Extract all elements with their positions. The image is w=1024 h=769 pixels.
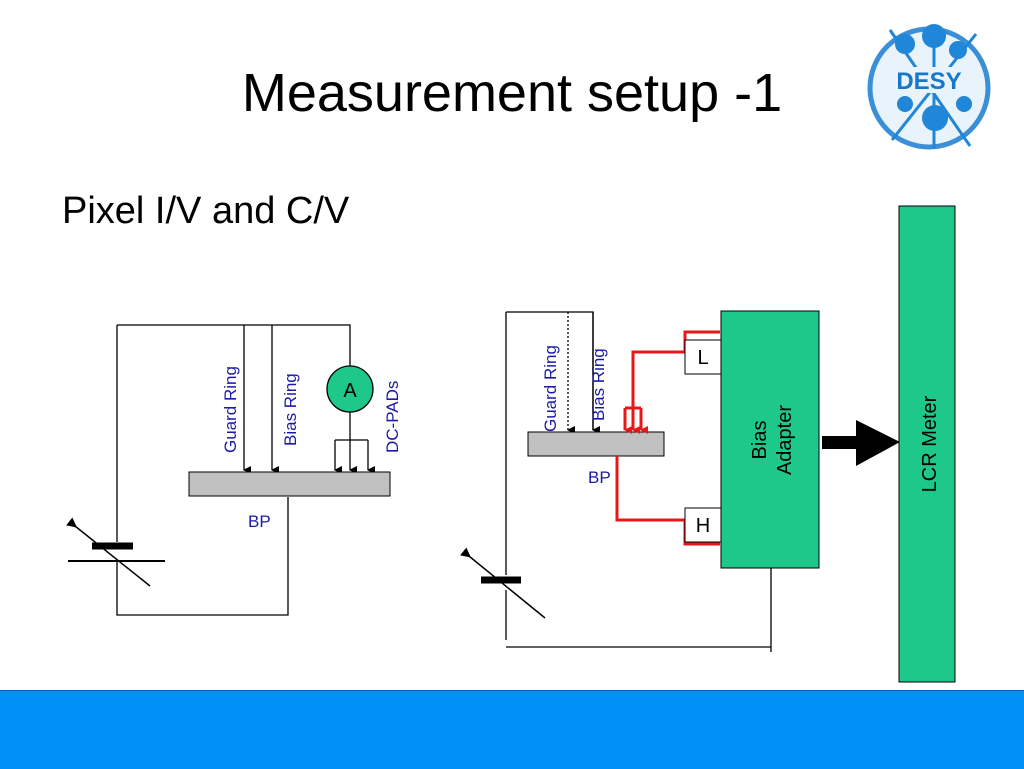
ammeter-label: A — [343, 380, 357, 402]
measurement-diagram: DESY A Guard Ring Bias Ring DC-PADs BP — [66, 24, 991, 683]
left-bias-ring-label: Bias Ring — [281, 373, 300, 446]
slide-title: Measurement setup -1 — [241, 63, 783, 123]
right-guard-ring-label: Guard Ring — [541, 345, 560, 432]
bias-adapter-line2: Adapter — [774, 405, 796, 475]
terminal-high: H — [684, 507, 722, 543]
bias-adapter-line1: Bias — [749, 421, 771, 460]
desy-logo-text: DESY — [896, 68, 961, 95]
right-cv-circuit — [505, 311, 772, 652]
footer-bar — [0, 690, 1024, 769]
terminal-high-label: H — [696, 515, 710, 537]
terminal-low-label: L — [697, 347, 708, 369]
left-bp-label: BP — [248, 512, 271, 531]
terminal-low: L — [684, 339, 722, 375]
desy-logo: DESY — [867, 24, 991, 150]
left-voltage-source — [66, 517, 165, 587]
right-bp-label: BP — [588, 468, 611, 487]
left-sensor-bp — [188, 471, 391, 497]
right-bias-ring-label: Bias Ring — [589, 348, 608, 421]
left-guard-ring-label: Guard Ring — [221, 366, 240, 453]
lcr-meter-label: LCR Meter — [919, 395, 941, 492]
signal-arrow — [822, 420, 900, 466]
bias-adapter: Bias Adapter — [720, 310, 820, 569]
right-sensor-bp — [527, 431, 665, 457]
lcr-meter: LCR Meter — [898, 205, 956, 683]
right-voltage-source — [460, 547, 546, 619]
left-ammeter: A — [326, 365, 374, 413]
slide-subtitle: Pixel I/V and C/V — [62, 190, 350, 232]
left-iv-circuit — [116, 324, 375, 616]
dc-pads-label: DC-PADs — [383, 381, 402, 453]
